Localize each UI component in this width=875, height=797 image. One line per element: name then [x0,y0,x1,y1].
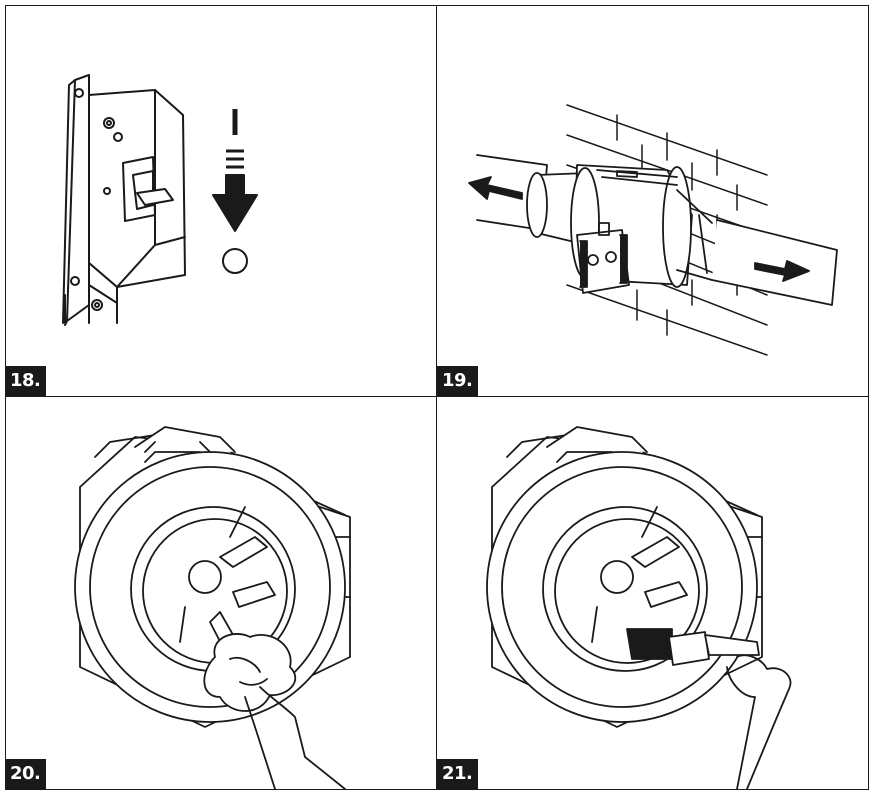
step-label: 18. [5,366,47,396]
step-label: 19. [437,366,479,396]
panel-step-18: 18. [5,5,437,397]
panel-step-20: 20. [5,397,437,789]
step-label: 21. [437,759,479,789]
panel-step-21: 21. [437,397,869,789]
duct-fan-illustration [468,104,838,356]
step-label: 20. [5,759,47,789]
instruction-grid [5,5,869,790]
fan-brush-illustration [486,426,792,789]
breaker-illustration [62,74,258,326]
panel-step-19: 19. [437,5,869,397]
fan-cloth-illustration [74,426,351,789]
